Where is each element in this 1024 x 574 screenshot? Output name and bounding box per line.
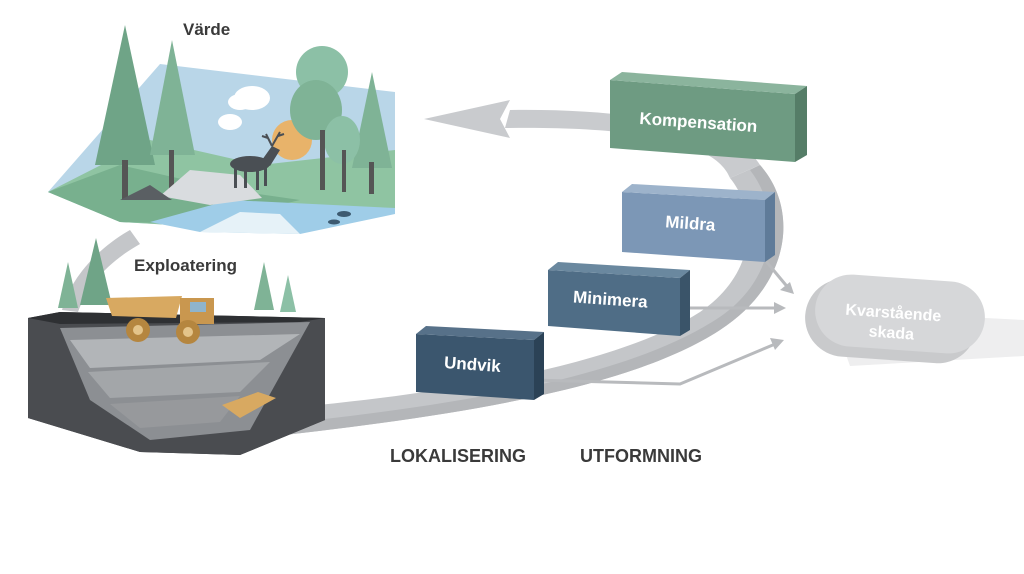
residual-damage-pill: Kvarstående skada <box>805 274 1024 366</box>
tree-icons <box>95 25 392 200</box>
dump-truck-icon <box>106 296 214 344</box>
step-mildra-label: Mildra <box>665 212 717 234</box>
residual-label-line2: skada <box>868 323 915 343</box>
label-varde: Värde <box>183 20 231 39</box>
step-undvik-label: Undvik <box>443 353 501 376</box>
label-exploatering: Exploatering <box>134 256 237 275</box>
residual-arrows <box>531 259 794 386</box>
step-minimera: Minimera <box>548 262 690 336</box>
mine-pit-illustration <box>28 238 325 455</box>
step-kompensation: Kompensation <box>610 72 807 162</box>
forest-landscape-illustration <box>48 25 395 234</box>
label-utformning: UTFORMNING <box>580 446 702 466</box>
fish-icon <box>337 211 351 217</box>
label-lokalisering: LOKALISERING <box>390 446 527 466</box>
cloud-icon <box>218 86 270 130</box>
step-undvik: Undvik <box>416 326 544 400</box>
reindeer-icon <box>230 131 285 190</box>
step-mildra: Mildra <box>622 184 775 262</box>
